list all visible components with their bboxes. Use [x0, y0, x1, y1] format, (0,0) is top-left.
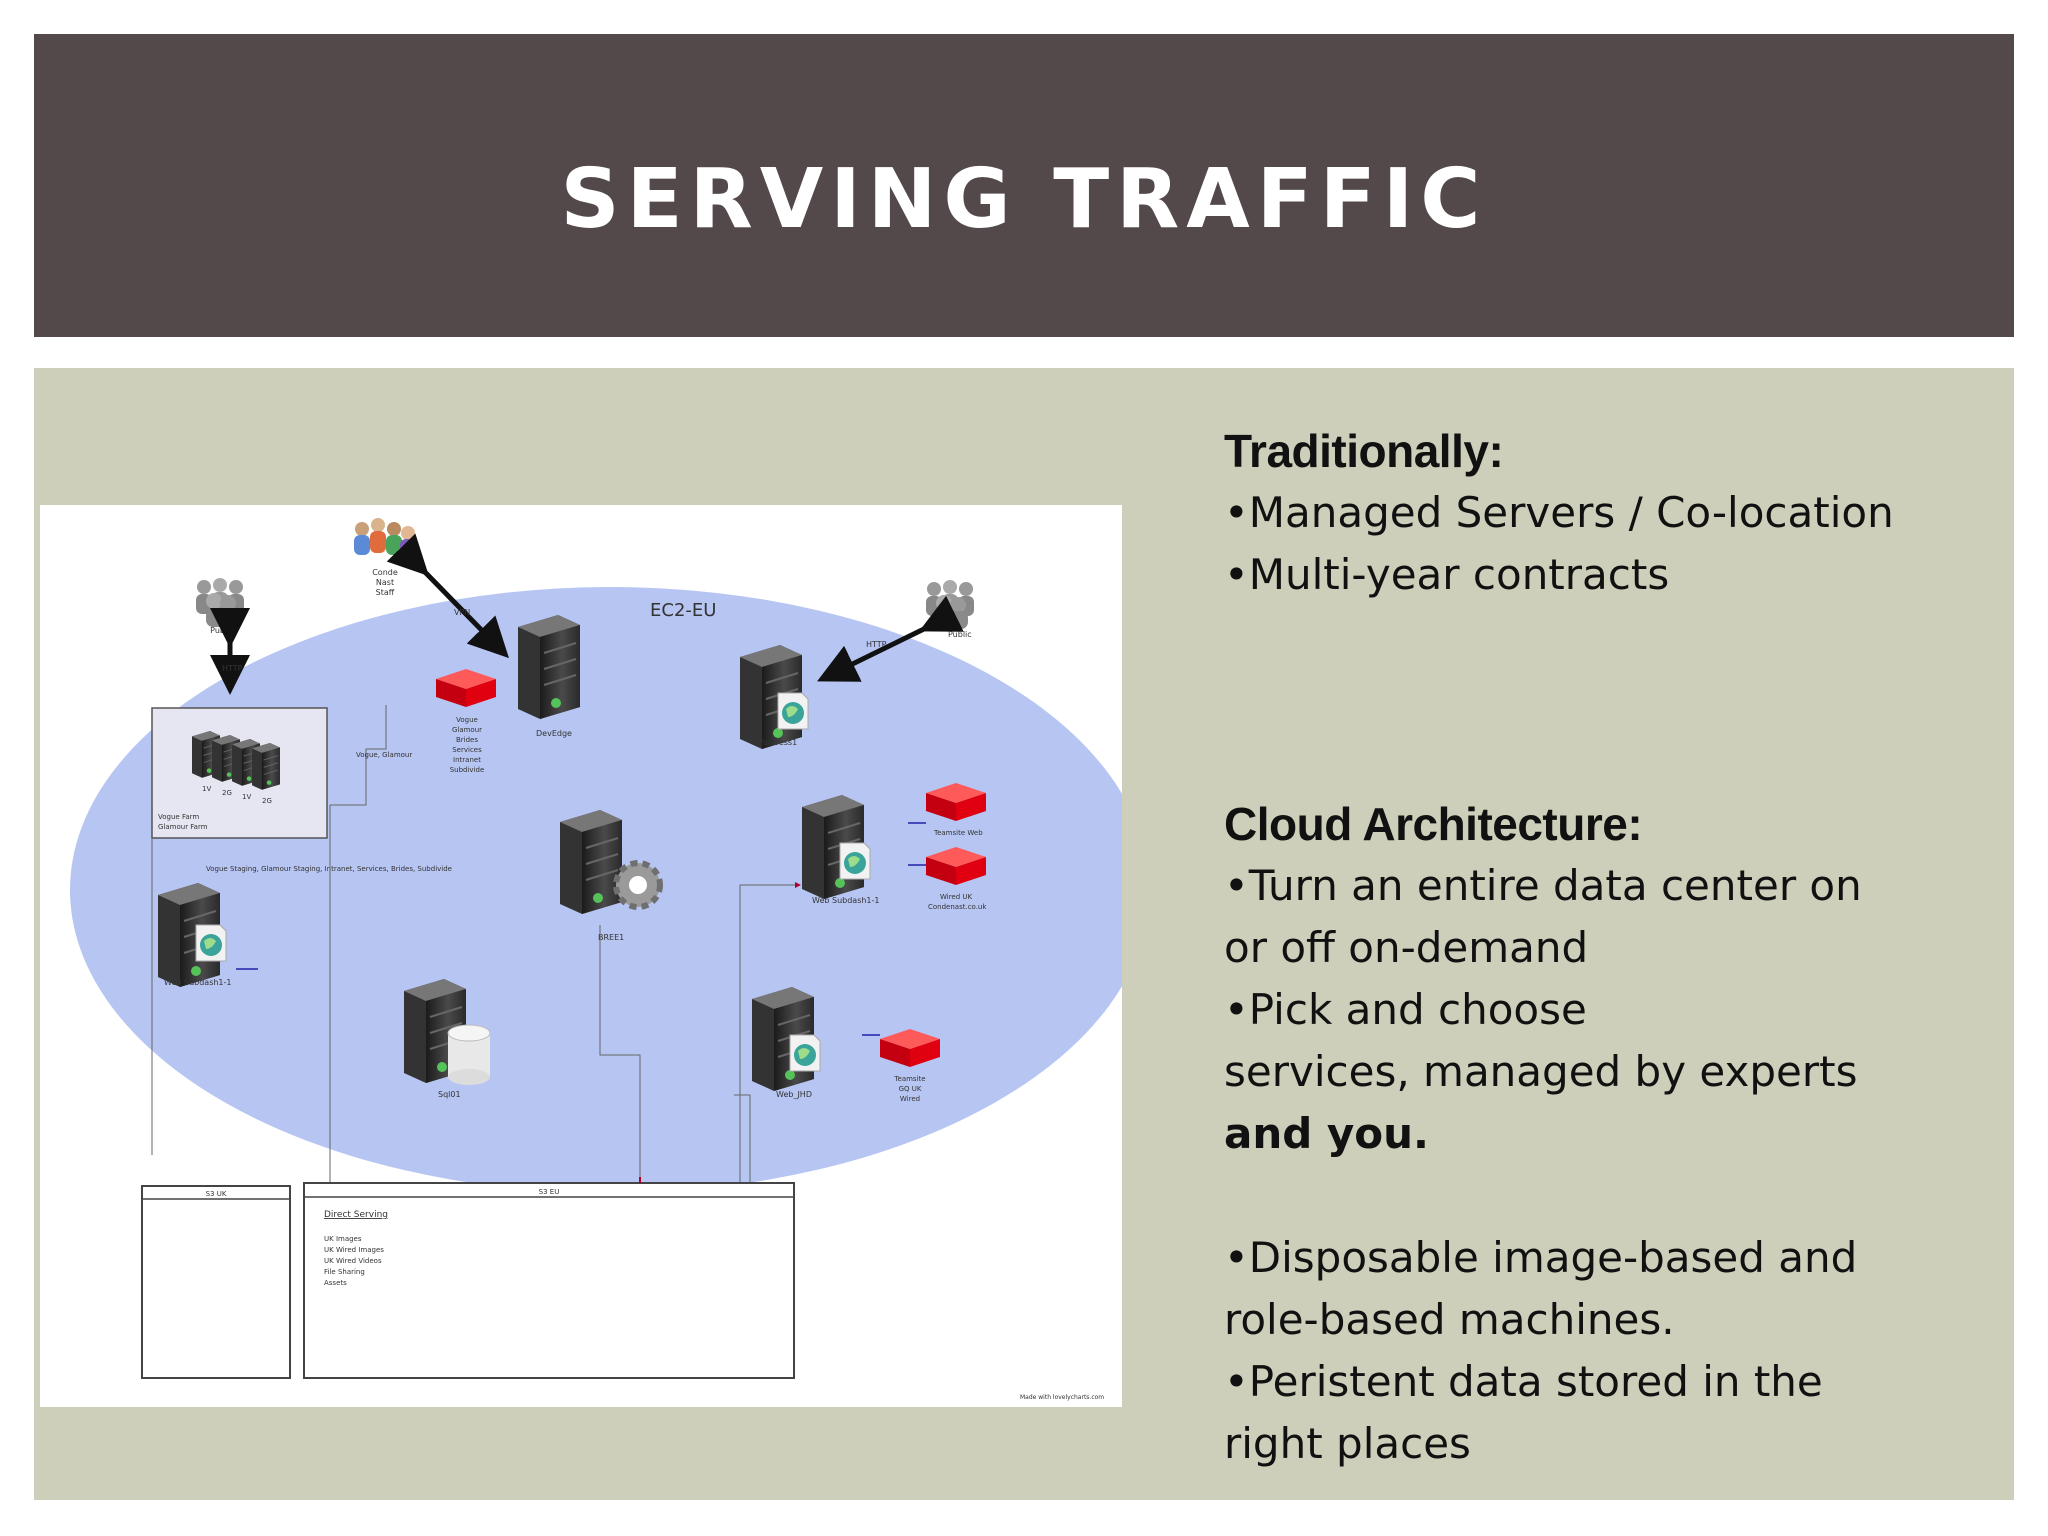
- direct-serving-item: Assets: [324, 1279, 347, 1287]
- region-label: EC2-EU: [650, 600, 716, 621]
- cloud-line: •Disposable image-based and: [1224, 1233, 1858, 1282]
- direct-serving-item: UK Images: [324, 1235, 362, 1243]
- cloud-line: •Peristent data stored in the: [1224, 1357, 1823, 1406]
- devedge-label: DevEdge: [536, 729, 572, 738]
- gq-label-2: GQ UK: [899, 1085, 922, 1093]
- gear-icon: [613, 860, 663, 910]
- sites-label-6: Subdivide: [450, 766, 485, 774]
- cloud-line: •Turn an entire data center on: [1224, 861, 1862, 910]
- farm-label-2: Glamour Farm: [158, 823, 208, 831]
- devedge-server-icon: [517, 614, 581, 720]
- sites-label-2: Glamour: [452, 726, 482, 734]
- wired-label-2: Condenast.co.uk: [928, 903, 987, 911]
- sites-label-5: Intranet: [453, 756, 481, 764]
- cloud-line: •Pick and choose: [1224, 985, 1587, 1034]
- farm-label-1: Vogue Farm: [158, 813, 199, 821]
- direct-serving-item: UK Wired Videos: [324, 1257, 382, 1265]
- bree-label: BREE1: [598, 933, 624, 942]
- s3-eu-box: [303, 1182, 795, 1379]
- cloud-line: right places: [1224, 1419, 1471, 1468]
- staging-label: Vogue Staging, Glamour Staging, Intranet…: [206, 865, 452, 873]
- web-subdash-right-label: Web Subdash1-1: [812, 896, 880, 905]
- traditional-item: •Managed Servers / Co-location: [1224, 488, 1894, 537]
- cloud-section: Cloud Architecture: •Turn an entire data…: [1224, 793, 1862, 1475]
- web-jhd-label: Web_JHD: [776, 1090, 812, 1099]
- vogue-glamour-label: Vogue, Glamour: [356, 751, 412, 759]
- direct-serving-item: UK Wired Images: [324, 1246, 384, 1254]
- spacer-line: [1224, 1165, 1862, 1227]
- staff-label-1: Conde: [372, 568, 398, 577]
- cloud-line: role-based machines.: [1224, 1295, 1675, 1344]
- staff-users-icon: [354, 518, 416, 559]
- cloud-heading: Cloud Architecture:: [1224, 798, 1643, 850]
- traditional-heading: Traditionally:: [1224, 425, 1504, 477]
- vpn-label: VPN: [454, 608, 470, 617]
- footer-note: Made with lovelycharts.com: [1020, 1394, 1104, 1401]
- s3-uk-box: [141, 1185, 291, 1379]
- sql-label: Sql01: [438, 1090, 461, 1099]
- public-users-left-icon: [196, 578, 244, 627]
- slide-title: SERVING TRAFFIC: [560, 152, 1488, 247]
- network-diagram: EC2-EU Conde Nast Staff Public HTTP Publ…: [40, 505, 1122, 1407]
- public-right-label: Public: [948, 630, 972, 639]
- staff-label-3: Staff: [376, 588, 395, 597]
- cloud-bold-line: and you.: [1224, 1109, 1430, 1158]
- varnish-label: VarPress1: [758, 738, 797, 747]
- traditional-section: Traditionally: •Managed Servers / Co-loc…: [1224, 420, 1894, 606]
- teamsite-web-label: Teamsite Web: [933, 829, 983, 837]
- title-bar: [34, 34, 2014, 337]
- bree-server-icon: [559, 809, 623, 915]
- web-globe-icon: [777, 692, 809, 730]
- public-users-right-icon: [926, 580, 974, 629]
- gq-label-1: Teamsite: [893, 1075, 925, 1083]
- s3-eu-title: S3 EU: [539, 1188, 560, 1196]
- cloud-line: or off on-demand: [1224, 923, 1589, 972]
- web-subdash-left-label: Web Subdash1-1: [164, 978, 232, 987]
- direct-serving-item: File Sharing: [324, 1268, 365, 1276]
- sites-label-3: Brides: [456, 736, 478, 744]
- database-icon: [447, 1024, 491, 1085]
- sites-label-4: Services: [452, 746, 482, 754]
- staff-label-2: Nast: [376, 578, 394, 587]
- wired-label-1: Wired UK: [940, 893, 973, 901]
- http-left-label: HTTP: [222, 664, 243, 673]
- farm-node-3: 1V: [242, 793, 251, 801]
- s3-uk-title: S3 UK: [206, 1190, 227, 1198]
- farm-node-1: 1V: [202, 785, 211, 793]
- sites-label-1: Vogue: [456, 716, 478, 724]
- http-right-label: HTTP: [866, 640, 887, 649]
- farm-node-2: 2G: [222, 789, 232, 797]
- direct-serving-title: Direct Serving: [324, 1210, 388, 1220]
- cloud-line: services, managed by experts: [1224, 1047, 1858, 1096]
- traditional-item: •Multi-year contracts: [1224, 550, 1670, 599]
- public-left-label: Public: [210, 626, 234, 635]
- gq-label-3: Wired: [900, 1095, 920, 1103]
- farm-node-4: 2G: [262, 797, 272, 805]
